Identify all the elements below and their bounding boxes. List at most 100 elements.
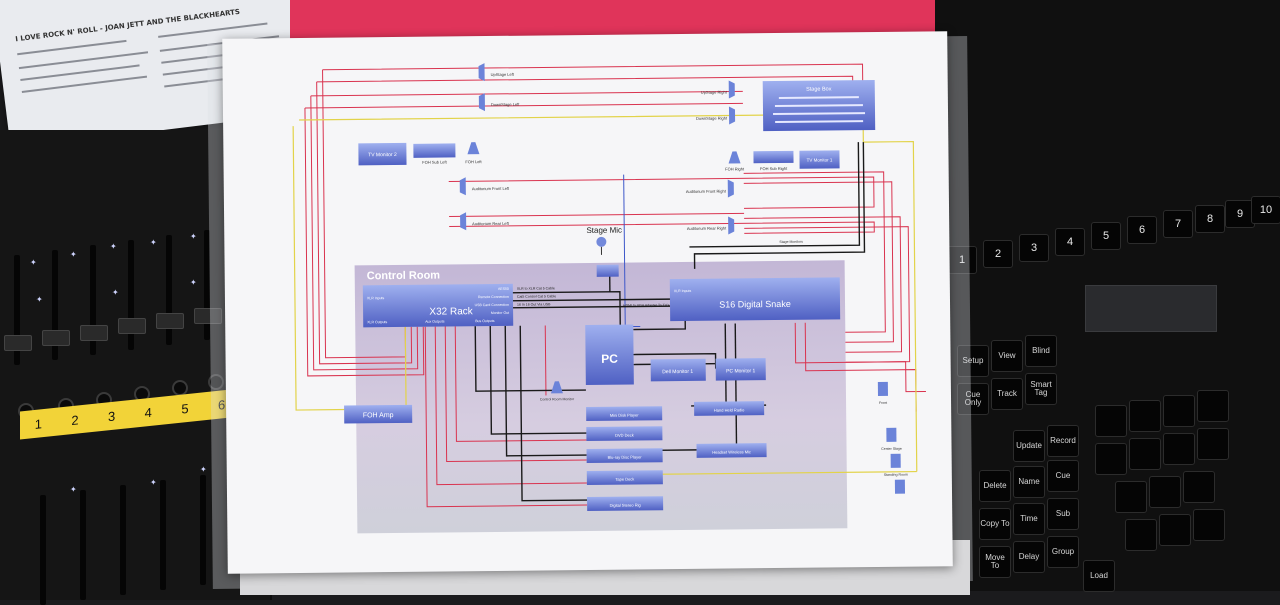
load-key[interactable]: Load: [1083, 560, 1115, 592]
remote-connection-label: Remote Connection: [478, 295, 509, 299]
speaker-upstage-right: UpStage Right: [701, 80, 743, 98]
update-key[interactable]: Update: [1013, 430, 1045, 462]
group-key[interactable]: Group: [1047, 536, 1079, 568]
fader-slot: [160, 480, 166, 590]
key[interactable]: [1183, 471, 1215, 503]
copy-to-key[interactable]: Copy To: [979, 508, 1011, 540]
key[interactable]: [1095, 443, 1127, 475]
lower-block-label: Tape Deck: [615, 477, 634, 482]
speaker-front: Front: [878, 382, 888, 405]
wire: [311, 91, 743, 96]
speaker-downstage-left: DownStage Left: [471, 93, 521, 112]
lyric-line: [17, 40, 126, 55]
move-to-key[interactable]: Move To: [979, 546, 1011, 578]
stage-box-label: Stage Box: [806, 86, 832, 92]
number-key-4[interactable]: 4: [1055, 228, 1085, 256]
speaker-label: Auditorium Front Left: [472, 186, 510, 191]
speaker-auditorium-rear-left: Auditorium Rear Left: [452, 212, 510, 231]
key[interactable]: [1129, 438, 1161, 470]
display-window: [1085, 285, 1217, 332]
foh-amp-label: FOH Amp: [363, 412, 394, 419]
usb-card-label: USB Card Connection: [475, 303, 510, 307]
wire: [293, 126, 346, 411]
key[interactable]: [1129, 400, 1161, 432]
fader-handle[interactable]: [118, 318, 146, 334]
key[interactable]: [1095, 405, 1127, 437]
control-room-monitor-label: Control Room Monitor: [540, 397, 575, 401]
foh-sub-left: [413, 143, 455, 157]
bus-outputs-label: Bus Outputs: [475, 319, 495, 323]
delete-key[interactable]: Delete: [979, 470, 1011, 502]
aux-outputs-label: Aux Outputs: [425, 319, 445, 323]
key[interactable]: [1115, 481, 1147, 513]
wiring-diagram-sheet: Control Room: [222, 31, 953, 574]
cable-note-xlr: XLR to XLR Cat 5 Cable: [517, 286, 555, 290]
sparkle-icon: ✦: [190, 278, 197, 287]
fader-slot: [200, 475, 206, 585]
key[interactable]: [1149, 476, 1181, 508]
cue-key[interactable]: Cue: [1047, 460, 1079, 492]
speaker-label: Auditorium Front Right: [686, 189, 727, 194]
name-key[interactable]: Name: [1013, 466, 1045, 498]
lower-block-label: Mini Disk Player: [610, 412, 639, 417]
s16-snake-label: S16 Digital Snake: [719, 299, 791, 310]
smart-tag-key[interactable]: Smart Tag: [1025, 373, 1057, 405]
aes50-label: AES50: [498, 287, 509, 291]
control-room-label: Control Room: [367, 270, 441, 283]
channel-label: 3: [108, 408, 115, 424]
hdmi-vga-label: HDMI to VGA Adapter To TV's: [623, 303, 670, 307]
sparkle-icon: ✦: [150, 478, 157, 487]
sparkle-icon: ✦: [70, 250, 77, 259]
foh-sub-left-label: FOH Sub Left: [422, 159, 447, 164]
number-key-8[interactable]: 8: [1195, 205, 1225, 233]
speaker-label: DownStage Right: [696, 116, 728, 121]
number-key-6[interactable]: 6: [1127, 216, 1157, 244]
x32-rack-label: X32 Rack: [429, 306, 473, 317]
channel-label: 2: [71, 412, 78, 428]
foh-right-speaker: [728, 151, 740, 163]
right-speaker-label: Front: [879, 401, 887, 405]
s16-inputs-label: XLR Inputs: [674, 289, 692, 293]
pc-monitor-1-label: PC Monitor 1: [726, 368, 755, 374]
number-key-3[interactable]: 3: [1019, 234, 1049, 262]
av-wiring-diagram: Control Room: [222, 31, 953, 574]
xlr-outputs-label: XLR Outputs: [367, 320, 387, 324]
speaker-extra: [895, 480, 905, 494]
record-key[interactable]: Record: [1047, 425, 1079, 457]
fader-handle[interactable]: [156, 313, 184, 329]
number-key-10[interactable]: 10: [1251, 196, 1280, 224]
key[interactable]: [1197, 428, 1229, 460]
speaker-standing-room: Standing Room: [884, 454, 908, 477]
foh-sub-right: [753, 151, 793, 163]
x32-inputs-label: XLR Inputs: [367, 296, 385, 300]
speaker-auditorium-front-right: Auditorium Front Right: [686, 179, 742, 198]
key[interactable]: [1159, 514, 1191, 546]
lyric-line: [158, 23, 267, 38]
number-key-5[interactable]: 5: [1091, 222, 1121, 250]
cable-note-usb: 16 In 16 Out Via USB: [517, 302, 551, 306]
sub-key[interactable]: Sub: [1047, 498, 1079, 530]
fader-handle[interactable]: [42, 330, 70, 346]
track-key[interactable]: Track: [991, 378, 1023, 410]
stage-mic-label: Stage Mic: [586, 226, 622, 235]
fader-handle[interactable]: [4, 335, 32, 351]
key[interactable]: [1163, 433, 1195, 465]
fader-slot: [120, 485, 126, 595]
number-key-2[interactable]: 2: [983, 240, 1013, 268]
foh-right-label: FOH Right: [725, 166, 745, 171]
sparkle-icon: ✦: [110, 242, 117, 251]
lower-block-label: DVD Deck: [615, 433, 634, 438]
key[interactable]: [1193, 509, 1225, 541]
delay-key[interactable]: Delay: [1013, 541, 1045, 573]
key[interactable]: [1125, 519, 1157, 551]
channel-label: 1: [35, 416, 42, 432]
fader-handle[interactable]: [80, 325, 108, 341]
view-key[interactable]: View: [991, 340, 1023, 372]
blind-key[interactable]: Blind: [1025, 335, 1057, 367]
channel-label: 5: [181, 400, 188, 416]
key[interactable]: [1163, 395, 1195, 427]
key[interactable]: [1197, 390, 1229, 422]
time-key[interactable]: Time: [1013, 503, 1045, 535]
monitor-out-label: Monitor Out: [491, 311, 509, 315]
number-key-7[interactable]: 7: [1163, 210, 1193, 238]
